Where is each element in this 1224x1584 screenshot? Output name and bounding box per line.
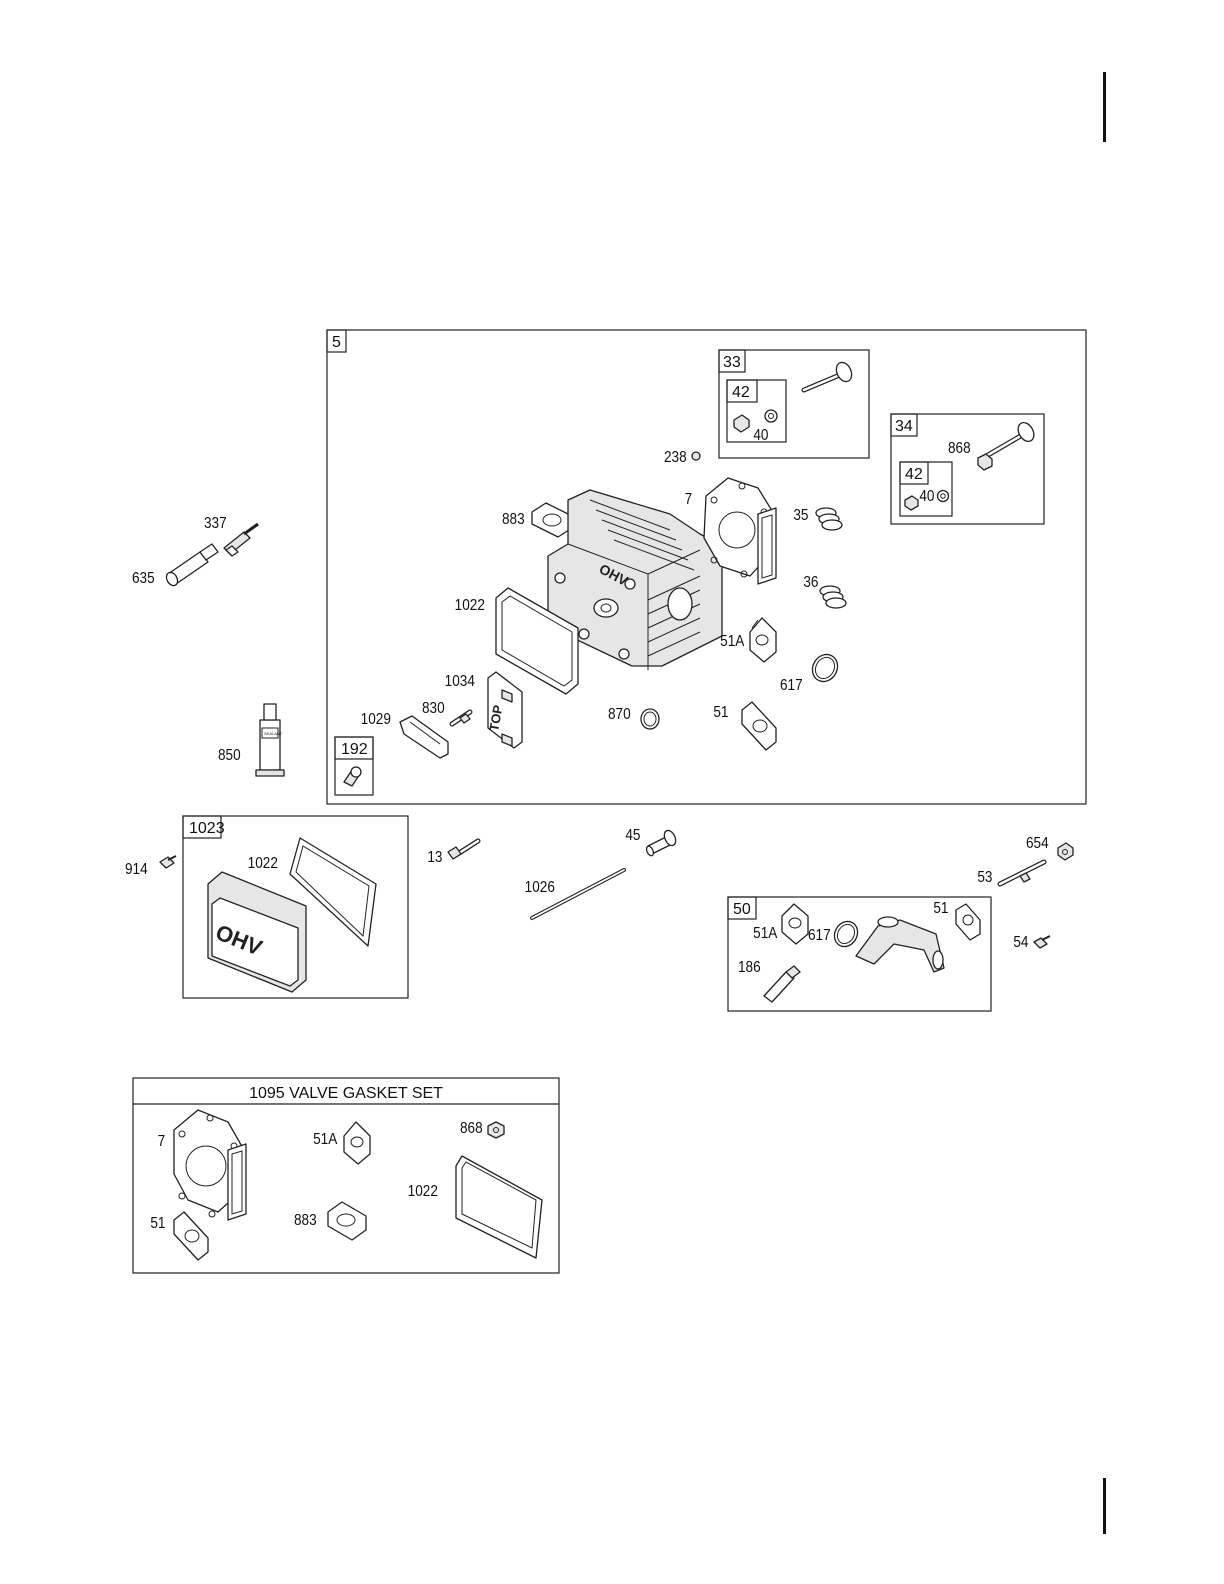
callout-1022: 1022 (455, 597, 485, 614)
spark-plug-icon (224, 524, 258, 556)
callout-7: 7 (685, 491, 693, 508)
callout-36: 36 (803, 574, 818, 591)
seal-ring-icon (641, 709, 659, 729)
group-5-tag: 5 (332, 334, 341, 351)
callout-238: 238 (664, 449, 687, 466)
group-1023-rocker-cover: 1023 1022 OHV (183, 816, 408, 998)
sealant-tube-icon: SEALANT (256, 704, 284, 776)
valve-spring-icon (816, 508, 842, 530)
page-edge-mark-bottom (1103, 1478, 1106, 1534)
callout-830: 830 (422, 700, 445, 717)
o-ring-icon (830, 917, 862, 951)
callout-337: 337 (204, 515, 227, 532)
callout-51: 51 (933, 900, 948, 917)
group-33-42-tag: 42 (732, 384, 750, 401)
deflector-icon (400, 716, 448, 758)
callout-40: 40 (753, 427, 768, 444)
intake-gasket-icon (328, 1202, 366, 1240)
exhaust-gasket-icon (174, 1212, 208, 1260)
callout-868: 868 (460, 1120, 483, 1137)
valve-retainer-icon (938, 491, 949, 502)
screw-icon (160, 856, 176, 868)
callout-883: 883 (294, 1212, 317, 1229)
callout-13: 13 (427, 849, 442, 866)
intake-gasket-icon (532, 503, 572, 537)
head-gasket-icon (174, 1110, 246, 1220)
callout-1022: 1022 (248, 855, 278, 872)
callout-40: 40 (919, 488, 934, 505)
valve-seal-icon (488, 1122, 504, 1138)
group-50-tag: 50 (733, 901, 751, 918)
callout-51A: 51A (753, 925, 777, 942)
group-33-tag: 33 (723, 354, 741, 371)
callout-51: 51 (150, 1215, 165, 1232)
rocker-cover-icon: OHV (208, 872, 306, 992)
callout-1029: 1029 (361, 711, 391, 728)
exhaust-gasket-icon (742, 702, 776, 750)
group-192-tag: 192 (341, 741, 368, 758)
group-34-intake-valve: 34 42 868 40 (891, 414, 1044, 524)
callout-51A: 51A (720, 633, 744, 650)
callout-35: 35 (793, 507, 808, 524)
callout-7: 7 (158, 1133, 166, 1150)
callout-51: 51 (713, 704, 728, 721)
group-1023-tag: 1023 (189, 820, 225, 837)
group-34-42-tag: 42 (905, 466, 923, 483)
page-edge-mark-top (1103, 72, 1106, 142)
stud-icon (1000, 862, 1044, 884)
tappet-icon (645, 829, 678, 857)
callout-51A: 51A (313, 1131, 337, 1148)
group-1095-title: 1095 VALVE GASKET SET (249, 1085, 443, 1102)
callout-1022: 1022 (408, 1183, 438, 1200)
callout-617: 617 (780, 677, 803, 694)
breather-cap-icon (692, 452, 700, 460)
carb-gasket-icon (344, 1122, 370, 1164)
callout-870: 870 (608, 706, 631, 723)
carb-gasket-icon (782, 904, 808, 944)
callout-54: 54 (1013, 934, 1028, 951)
group-50-intake-manifold: 50 51A 617 51 186 (728, 897, 991, 1011)
carb-gasket-icon (750, 618, 776, 662)
callout-868: 868 (948, 440, 971, 457)
valve-keeper-icon (734, 415, 749, 432)
valve-retainer-icon (765, 410, 777, 422)
exhaust-gasket-icon (956, 904, 980, 940)
sealant-label-text: SEALANT (264, 731, 283, 736)
group-34-tag: 34 (895, 418, 913, 435)
valve-icon (804, 360, 855, 390)
group-33-exhaust-valve: 33 42 40 (719, 350, 869, 458)
callout-617: 617 (808, 927, 831, 944)
valve-keeper-icon (905, 496, 918, 510)
callout-1034: 1034 (445, 673, 475, 690)
callout-1026: 1026 (525, 879, 555, 896)
manifold-icon (856, 917, 944, 972)
callout-883: 883 (502, 511, 525, 528)
valve-icon (988, 420, 1037, 455)
screw-icon (1034, 936, 1050, 948)
callout-186: 186 (738, 959, 761, 976)
head-bolt-icon (448, 841, 478, 859)
nut-icon (1058, 843, 1073, 860)
callout-654: 654 (1026, 835, 1049, 852)
callout-53: 53 (977, 869, 992, 886)
callout-45: 45 (625, 827, 640, 844)
callout-914: 914 (125, 861, 148, 878)
breather-tube-icon (764, 966, 800, 1002)
group-192-breather-valve: 192 (335, 737, 373, 795)
spark-plug-boot-icon (164, 544, 218, 588)
o-ring-icon (808, 650, 843, 686)
group-1095-valve-gasket-set: 1095 VALVE GASKET SET 7 51A 868 1022 51 (133, 1078, 559, 1273)
callout-635: 635 (132, 570, 155, 587)
rocker-cover-gasket-icon (456, 1156, 542, 1258)
group-5-cylinder-head: 5 33 42 40 34 (327, 330, 1086, 804)
breather-gasket-icon: TOP (486, 672, 522, 748)
stud-icon (452, 712, 470, 724)
callout-850: 850 (218, 747, 241, 764)
valve-spring-icon (820, 586, 846, 608)
